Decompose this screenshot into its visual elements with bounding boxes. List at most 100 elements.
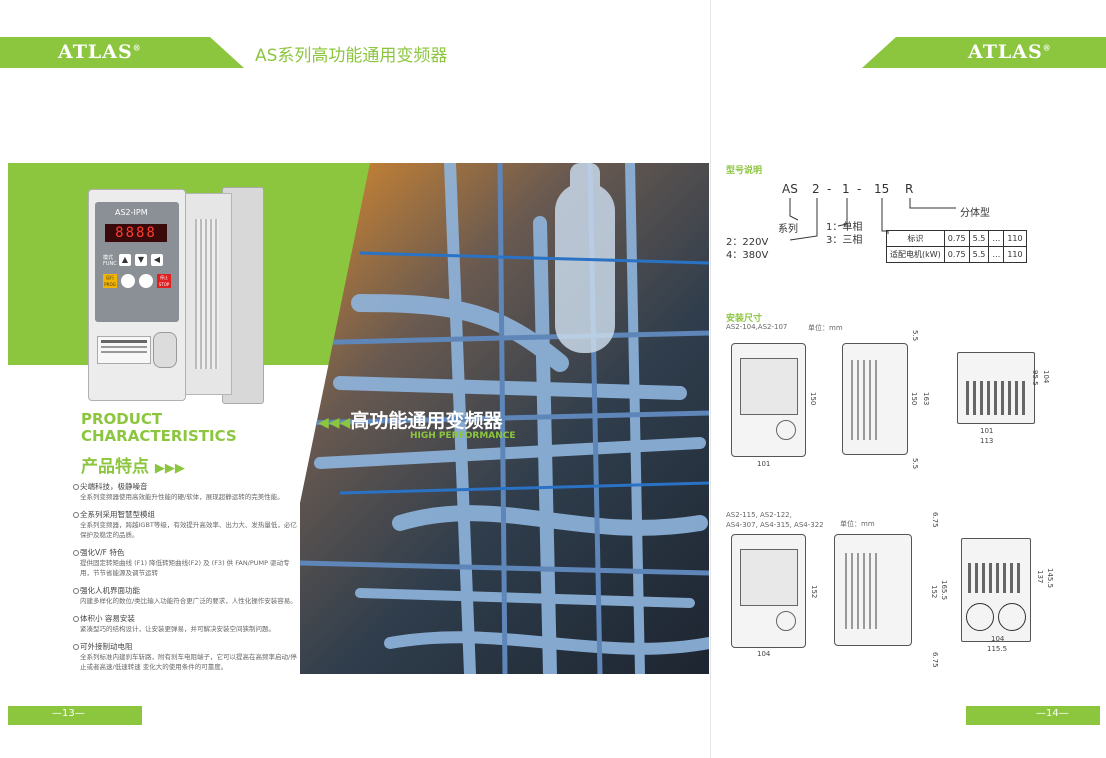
up-key[interactable]: ▲ xyxy=(119,254,131,266)
group1-models: AS2-104,AS2-107 xyxy=(726,323,788,331)
series-label: 系列 xyxy=(778,224,798,235)
phase-single: 1：单相 xyxy=(826,222,863,233)
spread-divider xyxy=(710,0,711,758)
list-item: 尖端科技，极静噪音全系列变频器使用高效能升性能的硬/软体，展现超静运转的完美性能… xyxy=(73,482,302,502)
stop-key[interactable]: 停止 STOP xyxy=(157,274,171,288)
footer-bar-left: —13— xyxy=(8,706,142,725)
feature-list: 尖端科技，极静噪音全系列变频器使用高效能升性能的硬/软体，展现超静运转的完美性能… xyxy=(73,482,302,680)
drawing-knob xyxy=(776,611,796,631)
side-view-drawing-1 xyxy=(842,343,908,455)
fan-icon xyxy=(998,603,1026,631)
front-view-drawing-1 xyxy=(731,343,806,457)
photo-overlay-cn: 高功能通用变频器 xyxy=(350,410,503,432)
model-explain-label: 型号说明 xyxy=(726,166,763,176)
model-code-dash2: - xyxy=(857,182,862,196)
drawing-knob xyxy=(776,420,796,440)
group2-unit: 单位：mm xyxy=(840,520,875,528)
characteristics-title-line1: PRODUCT xyxy=(81,410,163,428)
feature-title: 强化人机界面功能 xyxy=(80,586,140,595)
dim-label: 163 xyxy=(922,392,930,406)
rotate-left-key[interactable] xyxy=(121,274,135,288)
dim-label: 104 xyxy=(757,650,771,658)
vent-grille xyxy=(195,219,219,369)
brand-logo-right: ATLAS® xyxy=(968,41,1052,63)
model-code-voltage: 2 xyxy=(812,182,820,196)
run-key[interactable]: 运行 PROG xyxy=(103,274,117,288)
list-item: 全系列采用智慧型模组全系列变频器，跨越IGBT等级，有效提升高效率、出力大、发热… xyxy=(73,510,302,540)
dim-label: 152 xyxy=(810,585,818,599)
dim-label: 165.5 xyxy=(940,580,948,601)
fan-icon xyxy=(966,603,994,631)
control-panel: AS2-IPM 8888 模式 FUNC ▲ ▼ ◀ 运行 PROG 停止 ST… xyxy=(95,202,179,322)
brand-logo-left: ATLAS® xyxy=(58,41,142,63)
split-type-label: 分体型 xyxy=(960,208,990,219)
bullet-icon xyxy=(73,550,79,556)
power-spec-table: 标识 0.75 5.5 … 110 适配电机(kW) 0.75 5.5 … 11… xyxy=(886,230,1027,263)
phase-legend: 1：单相 3：三相 xyxy=(826,221,862,247)
page-number-left: —13— xyxy=(52,708,85,719)
characteristics-title: PRODUCT CHARACTERISTICS xyxy=(81,411,241,445)
feature-title: 体积小 容易安装 xyxy=(80,614,135,623)
dim-label: 5.5 xyxy=(911,330,919,342)
feature-desc: 内建多样化的数位/类比输入功能符合更广泛的要求，人性化操作安装容易。 xyxy=(80,597,297,605)
dim-label: 152 xyxy=(930,585,938,599)
bullet-icon xyxy=(73,484,79,490)
voltage-220: 2：220V xyxy=(726,237,769,248)
dim-label: 104 xyxy=(1042,370,1050,384)
feature-desc: 全系列标准内建刹车斩路，附有刹车电阻端子，它可以提高在高频率启动/停止或者高速/… xyxy=(80,653,297,671)
drawing-terminals xyxy=(968,563,1024,593)
phase-three: 3：三相 xyxy=(826,235,863,246)
list-item: 强化V/F 特色提供固定转矩曲线 (F1) 降低转矩曲线(F2) 及 (F3) … xyxy=(73,548,302,578)
led-display: 8888 xyxy=(105,224,167,242)
drawing-vents xyxy=(851,360,881,440)
front-view-drawing-2 xyxy=(731,534,806,648)
bullet-icon xyxy=(73,616,79,622)
photo-overlay-title: ◀◀◀高功能通用变频器 xyxy=(318,406,502,433)
dim-label: 113 xyxy=(980,437,994,445)
drawing-vents xyxy=(845,553,879,629)
dim-label: 95.5 xyxy=(1031,370,1039,386)
model-code-phase: 1 xyxy=(842,182,850,196)
inverter-device-image: AS2-IPM 8888 模式 FUNC ▲ ▼ ◀ 运行 PROG 停止 ST… xyxy=(82,187,264,404)
drawing-panel xyxy=(740,358,798,415)
voltage-legend: 2：220V 4：380V xyxy=(726,236,768,262)
drawing-terminals xyxy=(966,381,1026,415)
side-view-drawing-2 xyxy=(834,534,912,646)
characteristics-cn-text: 产品特点 xyxy=(81,457,149,477)
header-tab-left: ATLAS® xyxy=(0,37,244,68)
characteristics-title-cn: 产品特点 ▶▶▶ xyxy=(81,452,185,477)
table-cell: 110 xyxy=(1003,230,1027,247)
table-cell: 110 xyxy=(1003,246,1027,263)
dim-label: 150 xyxy=(809,392,817,406)
device-model-label: AS2-IPM xyxy=(115,208,148,217)
install-dims-label: 安装尺寸 xyxy=(726,314,763,324)
model-code-suffix: R xyxy=(905,182,914,196)
drawing-panel xyxy=(740,549,798,606)
rotate-right-key[interactable] xyxy=(139,274,153,288)
bottom-view-drawing-1 xyxy=(957,352,1035,424)
table-cell: 0.75 xyxy=(943,230,970,247)
down-key[interactable]: ▼ xyxy=(135,254,147,266)
dim-label: 104 xyxy=(991,635,1005,643)
dim-label: 145.5 xyxy=(1046,568,1054,589)
group1-unit: 单位：mm xyxy=(808,324,843,332)
feature-title: 可外接制动电阻 xyxy=(80,642,133,651)
feature-desc: 全系列变频器，跨越IGBT等级，有效提升高效率、出力大、发热量低，必亿保护及稳定… xyxy=(80,521,297,539)
feature-title: 全系列采用智慧型模组 xyxy=(80,510,155,519)
dim-label: 5.5 xyxy=(911,458,919,470)
table-cell: 5.5 xyxy=(968,246,990,263)
dim-label: 6.75 xyxy=(931,652,939,668)
feature-desc: 提供固定转矩曲线 (F1) 降低转矩曲线(F2) 及 (F3) 供 FAN/PU… xyxy=(80,559,290,577)
model-code-connectors xyxy=(789,198,956,241)
list-item: 强化人机界面功能内建多样化的数位/类比输入功能符合更广泛的要求，人性化操作安装容… xyxy=(73,586,302,606)
photo-overlay-subtitle: HIGH PERFORMANCE xyxy=(410,431,516,441)
list-item: 可外接制动电阻全系列标准内建刹车斩路，附有刹车电阻端子，它可以提高在高频率启动/… xyxy=(73,642,302,672)
industrial-pipes-photo: ◀◀◀高功能通用变频器 HIGH PERFORMANCE xyxy=(300,163,709,674)
bullet-icon xyxy=(73,644,79,650)
warning-label xyxy=(97,336,151,364)
shift-key[interactable]: ◀ xyxy=(151,254,163,266)
group2-models-line1: AS2-115, AS2-122, xyxy=(726,511,792,519)
characteristics-title-line2: CHARACTERISTICS xyxy=(81,427,237,445)
page-number-right: —14— xyxy=(1036,708,1069,719)
dim-label: 137 xyxy=(1036,570,1044,584)
